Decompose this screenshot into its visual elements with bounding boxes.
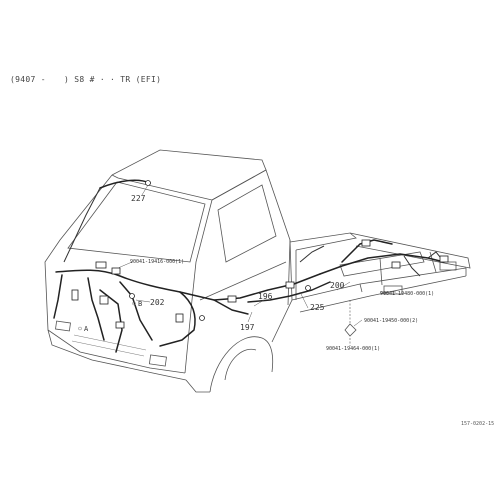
cab-outline [44,149,293,393]
chassis-frame [289,232,471,313]
leader-lines [117,184,396,346]
callout-227: 227 [131,194,146,203]
callout-a: A [84,325,89,333]
callout-196: 196 [258,292,273,301]
drawing-code: 157-0202-15 [461,421,495,427]
marker-b-icon [132,301,136,306]
callout-225: 225 [310,303,325,312]
callout-b: B [138,300,142,308]
callout-197: 197 [240,323,255,332]
wiring-harness [53,179,449,353]
part-number-1: 90041-19416-000(1) [130,259,184,265]
date-range-label: (9407 - [10,75,46,84]
part-number-4: 90041-19464-000(1) [326,346,380,352]
callout-200: 200 [330,281,345,290]
callout-202: 202 [150,298,165,307]
part-number-2: 90041-19480-000(1) [380,291,434,297]
part-number-3: 90041-19450-000(2) [364,318,418,324]
model-label: ) S8 # · · TR (EFI) [64,75,162,84]
marker-a-icon [78,326,82,331]
